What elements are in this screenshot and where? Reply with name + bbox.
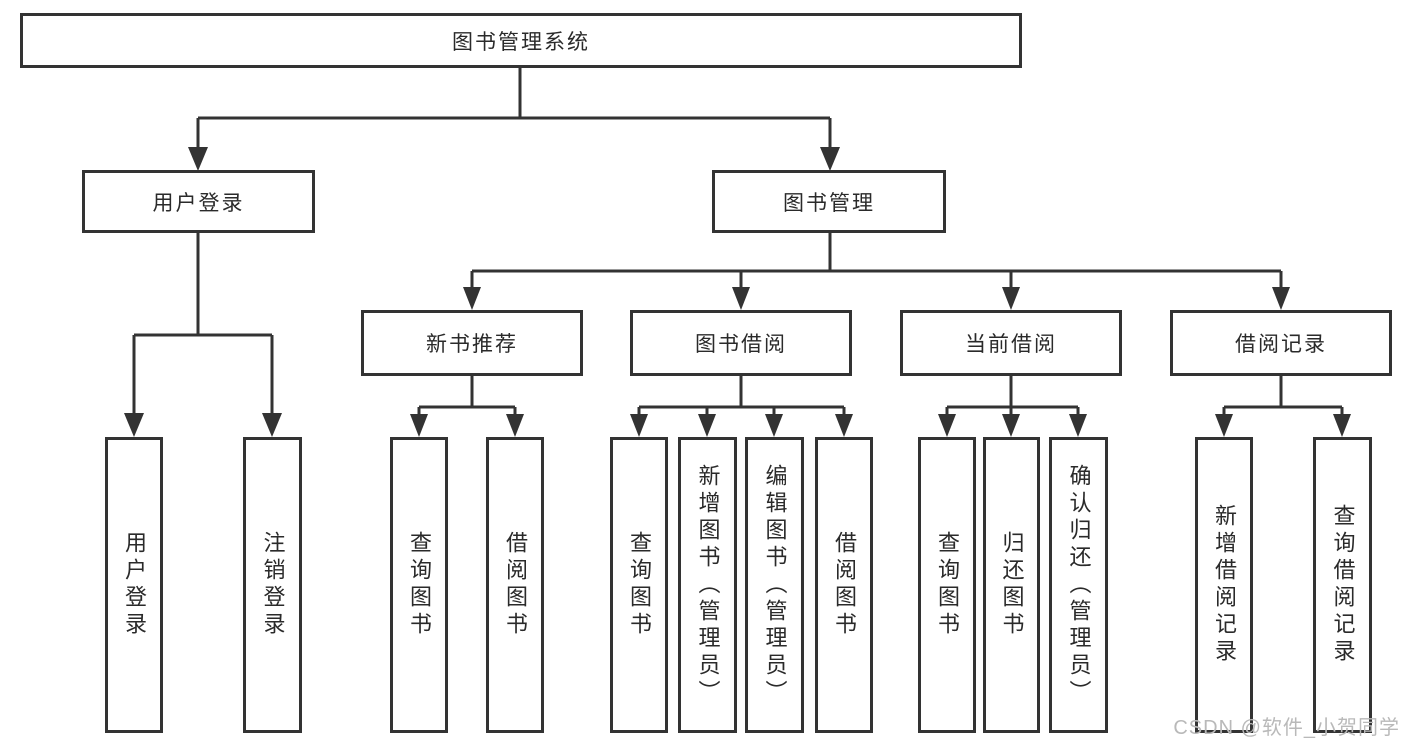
- leaf-user-login: 用户登录: [105, 437, 163, 733]
- leaf-borrow-add-books-admin: 新增图书（管理员）: [678, 437, 737, 733]
- csdn-watermark: CSDN @软件_小贺同学: [1173, 717, 1400, 739]
- leaf-user-login-label: 用户登录: [122, 531, 147, 639]
- leaf-records-query-record-label: 查询借阅记录: [1330, 504, 1356, 666]
- node-book-borrowing-label: 图书借阅: [695, 333, 787, 356]
- leaf-newrec-query-books-label: 查询图书: [407, 531, 432, 639]
- node-book-borrowing: 图书借阅: [630, 310, 852, 376]
- node-user-login-label: 用户登录: [152, 191, 245, 215]
- node-new-book-recommendation-label: 新书推荐: [426, 333, 518, 356]
- leaf-current-confirm-return-admin: 确认归还（管理员）: [1049, 437, 1108, 733]
- leaf-borrow-query-books-label: 查询图书: [627, 531, 652, 639]
- leaf-current-return-books: 归还图书: [983, 437, 1040, 733]
- leaf-current-confirm-return-admin-label: 确认归还（管理员）: [1066, 463, 1092, 707]
- leaf-records-add-record: 新增借阅记录: [1195, 437, 1253, 733]
- leaf-borrow-edit-books-admin-label: 编辑图书（管理员）: [762, 463, 788, 707]
- node-book-management-label: 图书管理: [783, 191, 875, 215]
- leaf-records-query-record: 查询借阅记录: [1313, 437, 1372, 733]
- leaf-records-add-record-label: 新增借阅记录: [1212, 504, 1237, 666]
- leaf-newrec-query-books: 查询图书: [390, 437, 448, 733]
- leaf-borrow-borrow-books-label: 借阅图书: [832, 531, 857, 639]
- leaf-borrow-borrow-books: 借阅图书: [815, 437, 873, 733]
- leaf-current-return-books-label: 归还图书: [999, 531, 1025, 639]
- leaf-newrec-borrow-books: 借阅图书: [486, 437, 544, 733]
- leaf-newrec-borrow-books-label: 借阅图书: [503, 531, 528, 639]
- leaf-logout-label: 注销登录: [260, 531, 286, 639]
- node-book-management: 图书管理: [712, 170, 946, 233]
- leaf-current-query-books-label: 查询图书: [935, 531, 960, 639]
- leaf-borrow-edit-books-admin: 编辑图书（管理员）: [745, 437, 804, 733]
- leaf-logout: 注销登录: [243, 437, 302, 733]
- leaf-borrow-query-books: 查询图书: [610, 437, 668, 733]
- node-user-login: 用户登录: [82, 170, 315, 233]
- leaf-current-query-books: 查询图书: [918, 437, 976, 733]
- node-library-system-label: 图书管理系统: [452, 30, 590, 54]
- node-borrowing-records-label: 借阅记录: [1235, 333, 1327, 356]
- node-borrowing-records: 借阅记录: [1170, 310, 1392, 376]
- node-library-system: 图书管理系统: [20, 13, 1022, 68]
- node-new-book-recommendation: 新书推荐: [361, 310, 583, 376]
- leaf-borrow-add-books-admin-label: 新增图书（管理员）: [695, 463, 721, 707]
- node-current-borrowing: 当前借阅: [900, 310, 1122, 376]
- node-current-borrowing-label: 当前借阅: [965, 333, 1057, 356]
